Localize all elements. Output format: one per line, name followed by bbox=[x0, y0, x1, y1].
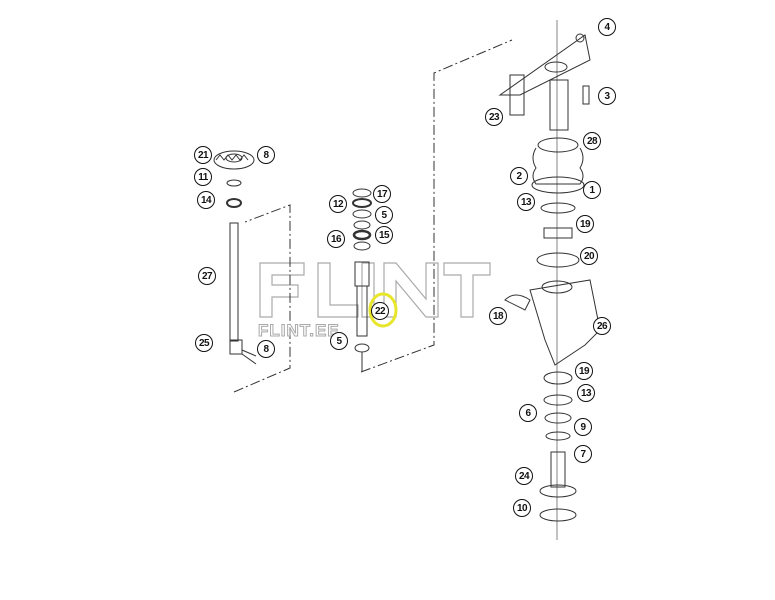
callout-13b[interactable]: 13 bbox=[577, 384, 595, 402]
callout-16[interactable]: 16 bbox=[327, 230, 345, 248]
callout-15[interactable]: 15 bbox=[375, 226, 393, 244]
callout-5b[interactable]: 5 bbox=[330, 332, 348, 350]
highlight-ring bbox=[368, 292, 398, 328]
callout-13[interactable]: 13 bbox=[517, 193, 535, 211]
callout-3[interactable]: 3 bbox=[598, 87, 616, 105]
callout-24[interactable]: 24 bbox=[515, 467, 533, 485]
callout-23[interactable]: 23 bbox=[485, 108, 503, 126]
callout-8[interactable]: 8 bbox=[257, 146, 275, 164]
callout-26[interactable]: 26 bbox=[593, 317, 611, 335]
callout-27[interactable]: 27 bbox=[198, 267, 216, 285]
callout-21[interactable]: 21 bbox=[194, 146, 212, 164]
callout-22[interactable]: 22 bbox=[371, 302, 389, 320]
callout-25[interactable]: 25 bbox=[195, 334, 213, 352]
callout-2[interactable]: 2 bbox=[510, 167, 528, 185]
callout-17[interactable]: 17 bbox=[373, 185, 391, 203]
callout-19[interactable]: 19 bbox=[576, 215, 594, 233]
callout-19b[interactable]: 19 bbox=[575, 362, 593, 380]
callout-1[interactable]: 1 bbox=[583, 181, 601, 199]
callout-28[interactable]: 28 bbox=[583, 132, 601, 150]
callout-5[interactable]: 5 bbox=[375, 206, 393, 224]
callout-18[interactable]: 18 bbox=[489, 307, 507, 325]
watermark-url: FLINT.EE bbox=[258, 321, 340, 341]
callout-6[interactable]: 6 bbox=[519, 404, 537, 422]
callout-11[interactable]: 11 bbox=[194, 168, 212, 186]
callout-4[interactable]: 4 bbox=[598, 18, 616, 36]
callout-9[interactable]: 9 bbox=[574, 418, 592, 436]
callout-14[interactable]: 14 bbox=[197, 191, 215, 209]
callout-10[interactable]: 10 bbox=[513, 499, 531, 517]
callout-7[interactable]: 7 bbox=[574, 445, 592, 463]
callout-20[interactable]: 20 bbox=[580, 247, 598, 265]
callout-12[interactable]: 12 bbox=[329, 195, 347, 213]
callout-8b[interactable]: 8 bbox=[257, 340, 275, 358]
